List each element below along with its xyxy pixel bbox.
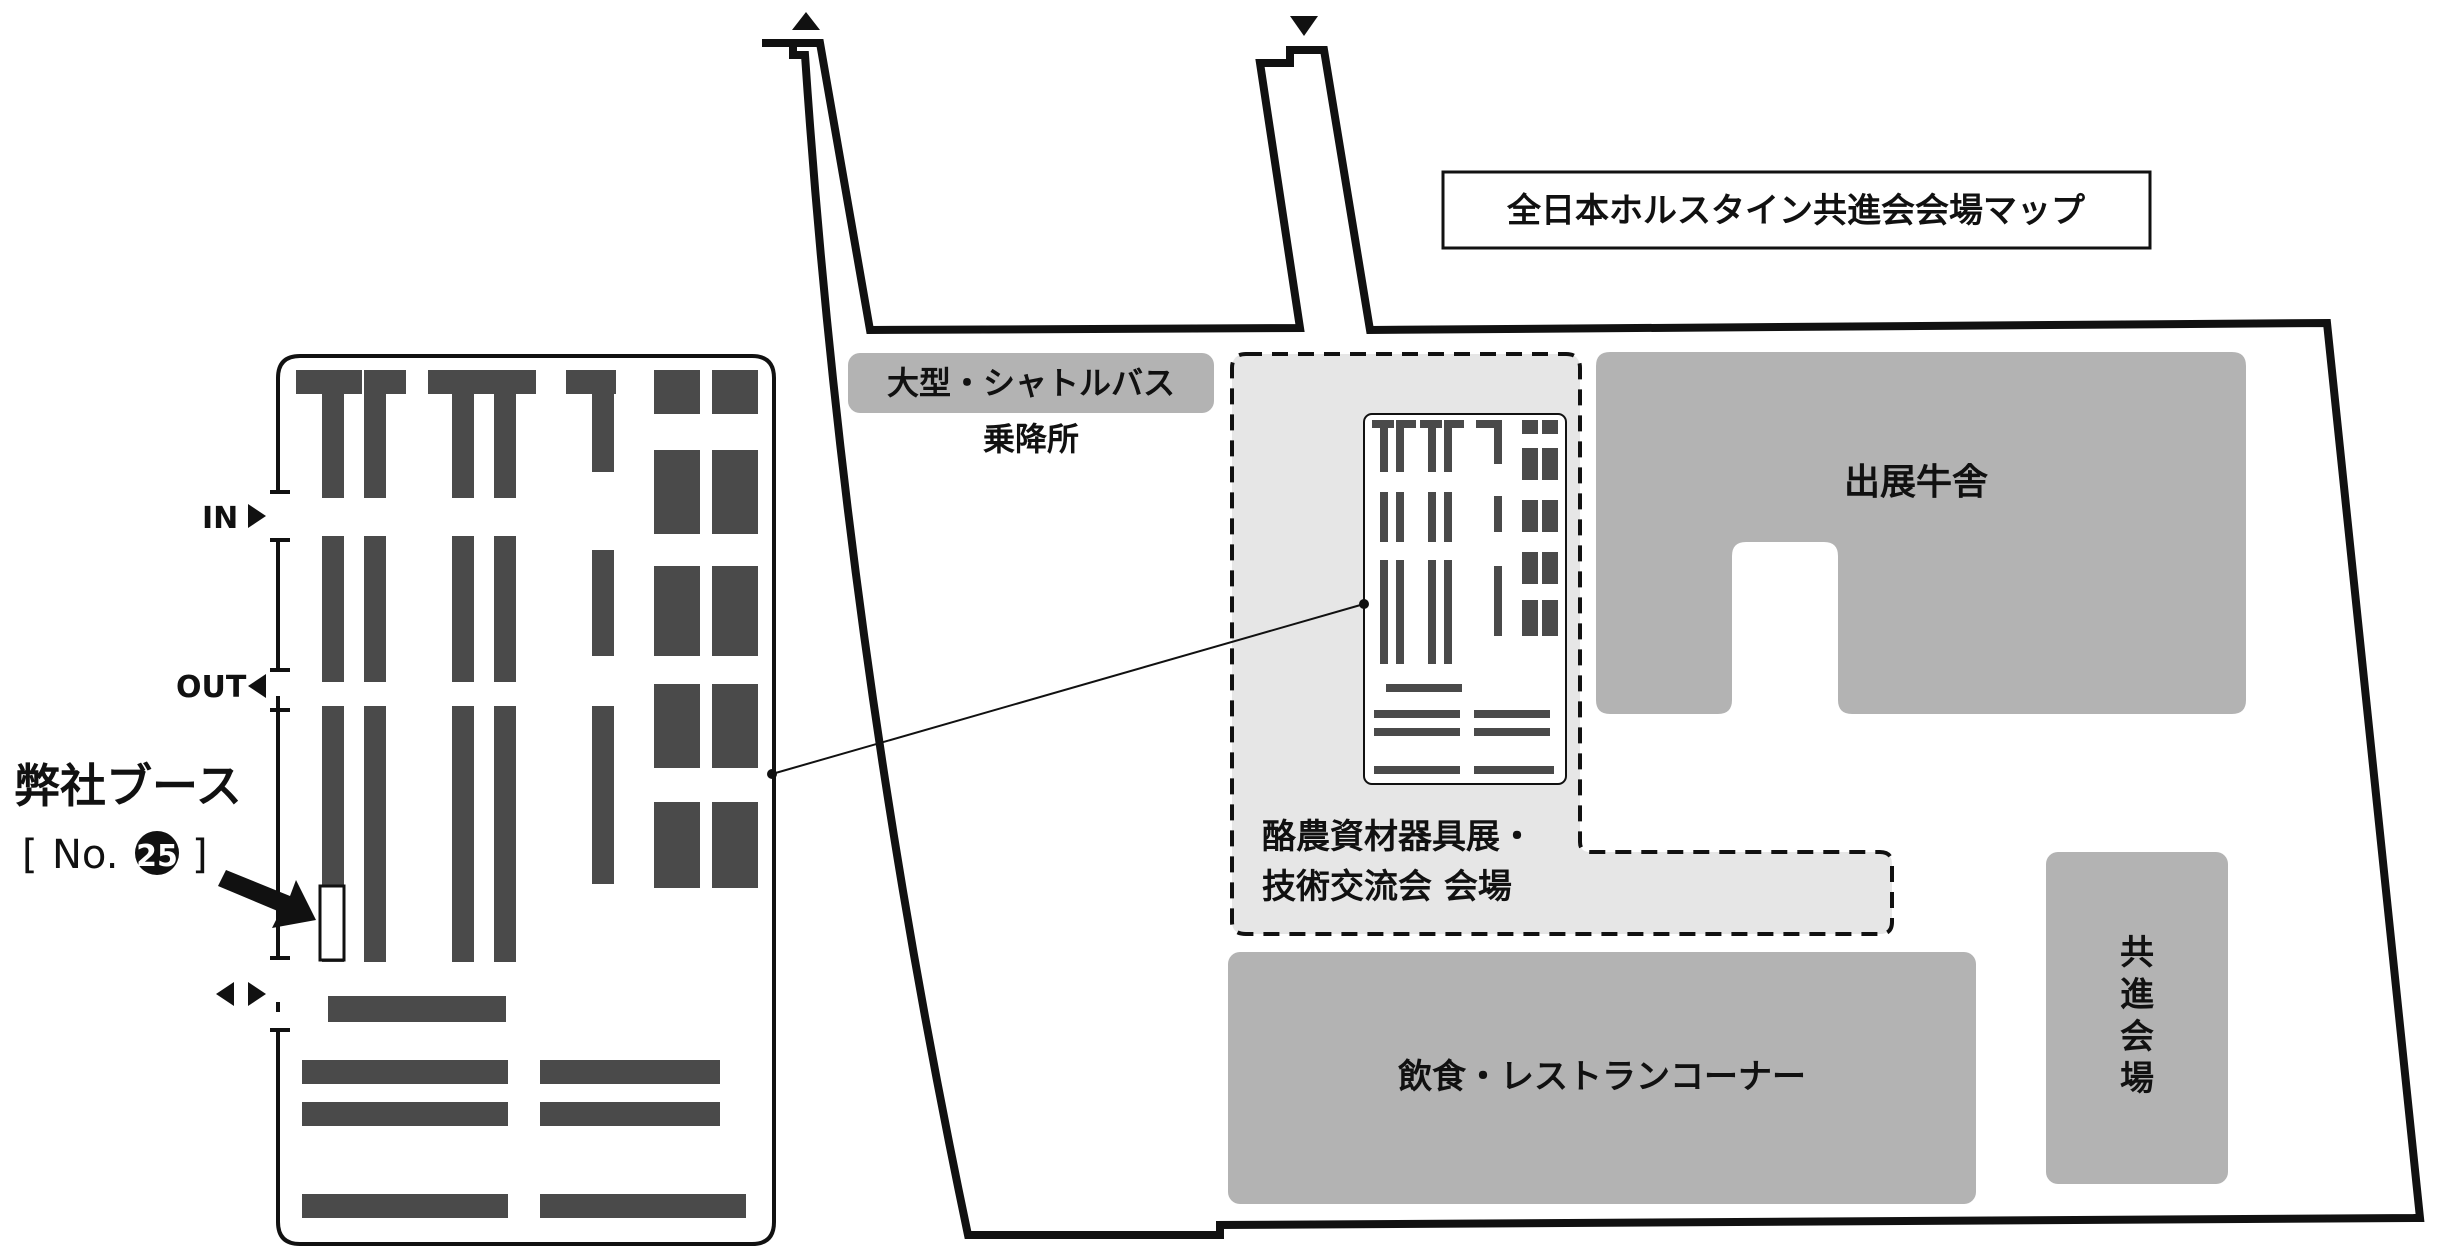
booth-number-prefix: No. — [52, 832, 118, 878]
pointer-arrow-icon — [218, 870, 316, 928]
our-booth-25 — [318, 884, 346, 962]
up-arrow-icon — [792, 12, 820, 30]
detail-connector-line — [771, 603, 1365, 775]
booth-bracket-open: [ — [22, 832, 38, 878]
booth-number-badge — [135, 831, 179, 875]
connector-dot — [1359, 599, 1369, 609]
dairy-hall-label-2: 技術交流会 会場 — [1262, 867, 1512, 907]
left-arrow-icon — [216, 982, 234, 1006]
right-arrow-icon — [248, 982, 266, 1006]
show-ring — [2046, 852, 2228, 1184]
bus-stop-badge — [848, 353, 1214, 413]
show-ring-char-1: 共 — [2120, 933, 2154, 973]
out-arrow-icon — [248, 674, 266, 698]
in-label: IN — [202, 501, 238, 536]
detail-booths — [296, 370, 758, 1218]
food-court — [1228, 952, 1976, 1204]
mini-booths — [1372, 420, 1558, 774]
bus-stop-label: 大型・シャトルバス — [887, 364, 1175, 402]
map-title: 全日本ホルスタイン共進会会場マップ — [1506, 191, 2085, 231]
food-court-label: 飲食・レストランコーナー — [1398, 1057, 1806, 1097]
booth-number: 25 — [136, 839, 178, 874]
our-booth-label: 弊社ブース — [14, 759, 242, 813]
out-label: OUT — [176, 670, 247, 705]
venue-outline — [762, 39, 2425, 1239]
exhibit-barn — [1596, 352, 2246, 714]
show-ring-char-4: 場 — [2120, 1059, 2154, 1099]
in-arrow-icon — [248, 504, 266, 528]
show-ring-char-3: 会 — [2120, 1017, 2154, 1057]
dairy-hall-label: 酪農資材器具展・ — [1262, 817, 1534, 857]
booth-bracket-close: ] — [192, 832, 208, 878]
exhibit-barn-label: 出展牛舎 — [1844, 462, 1988, 503]
down-arrow-icon — [1290, 16, 1318, 36]
show-ring-char-2: 進 — [2120, 975, 2154, 1015]
map-title-box — [1441, 170, 2152, 250]
bus-stop-label-2: 乗降所 — [983, 420, 1079, 458]
